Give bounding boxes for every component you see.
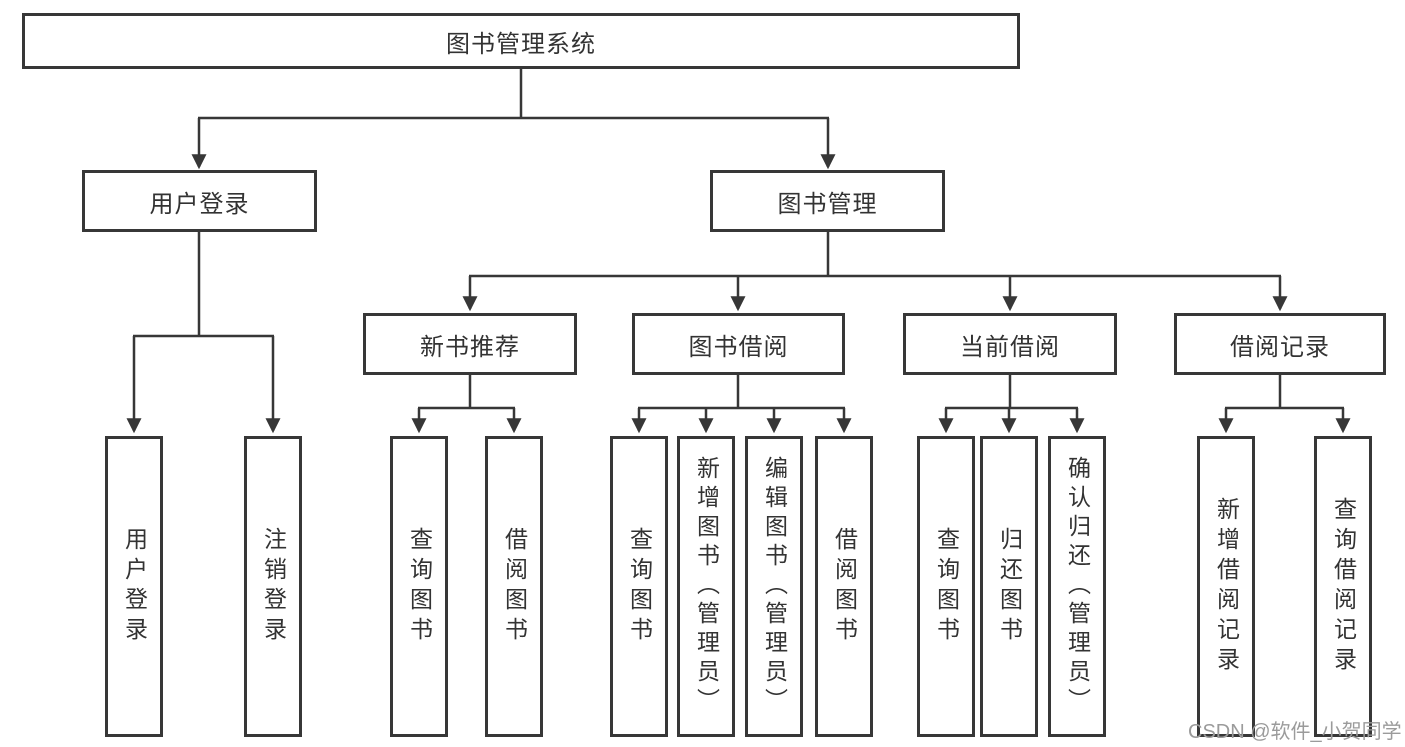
node-label: 图书管理系统 [446,30,596,58]
node-label: 当前借阅 [960,333,1060,361]
leaf-user-login: 用户登录 [105,436,163,737]
leaf-label: 借阅图书 [501,526,528,647]
node-label: 用户登录 [149,190,250,218]
node-label: 借阅记录 [1230,333,1330,361]
leaf-borrow-borrow-books: 借阅图书 [815,436,873,737]
connector-root-split [191,69,836,170]
connector-user-login-split [126,232,281,434]
leaf-current-confirm-return-admin: 确认归还（管理员） [1048,436,1106,737]
node-label: 新书推荐 [420,333,520,361]
leaf-current-return-books: 归还图书 [980,436,1038,737]
leaf-logout: 注销登录 [244,436,302,737]
node-label: 图书借阅 [688,333,789,361]
leaf-label: 新增借阅记录 [1213,496,1240,677]
connector-new-book-split [411,374,522,434]
leaf-label: 用户登录 [121,526,148,647]
leaf-label: 查询借阅记录 [1330,496,1357,677]
leaf-borrow-add-books-admin: 新增图书（管理员） [677,436,735,737]
leaf-current-query-books: 查询图书 [917,436,975,737]
node-book-management: 图书管理 [710,170,945,232]
connector-current-borrow-split [938,374,1085,434]
leaf-borrow-query-books: 查询图书 [610,436,668,737]
leaf-label: 查询图书 [626,526,653,647]
node-borrow-records: 借阅记录 [1174,313,1386,375]
leaf-label: 编辑图书（管理员） [761,456,788,717]
connector-book-management-split [462,232,1288,312]
leaf-label: 注销登录 [260,526,287,647]
connector-borrow-records-split [1218,374,1351,434]
node-user-login: 用户登录 [82,170,317,232]
leaf-records-add-record: 新增借阅记录 [1197,436,1255,737]
csdn-watermark: CSDN @软件_小贺同学 [1188,721,1402,743]
leaf-label: 借阅图书 [831,526,858,647]
leaf-label: 新增图书（管理员） [693,456,720,717]
node-book-borrow: 图书借阅 [632,313,845,375]
leaf-label: 归还图书 [996,526,1023,647]
node-library-management-system: 图书管理系统 [22,13,1020,69]
leaf-newrec-borrow-books: 借阅图书 [485,436,543,737]
node-label: 图书管理 [777,190,878,218]
connector-book-borrow-split [631,374,852,434]
leaf-newrec-query-books: 查询图书 [390,436,448,737]
leaf-borrow-edit-books-admin: 编辑图书（管理员） [745,436,803,737]
leaf-label: 查询图书 [406,526,433,647]
leaf-label: 确认归还（管理员） [1064,456,1091,717]
leaf-label: 查询图书 [933,526,960,647]
node-current-borrow: 当前借阅 [903,313,1117,375]
leaf-records-query-record: 查询借阅记录 [1314,436,1372,737]
node-new-book-recommend: 新书推荐 [363,313,577,375]
